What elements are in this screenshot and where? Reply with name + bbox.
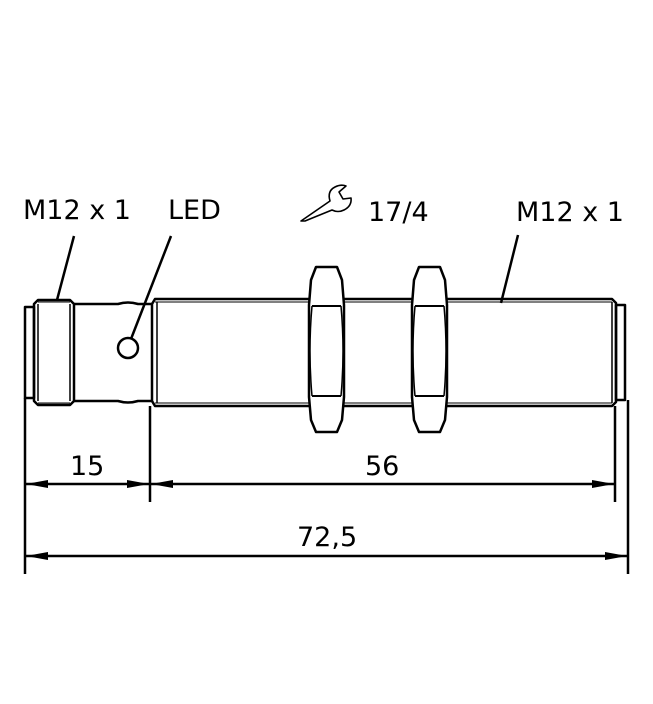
connector-thread-label: M12 x 1: [23, 195, 131, 226]
connector-end-cap: [23, 305, 36, 400]
dimension-label-72-5: 72,5: [297, 522, 358, 553]
lock-nut-1: [307, 265, 346, 434]
led-indicator: [116, 336, 140, 360]
dimension-label-56: 56: [365, 451, 400, 482]
leader-led: [129, 235, 173, 340]
connector-thread: [32, 298, 76, 407]
led-housing: [74, 301, 152, 404]
led-label: LED: [168, 195, 221, 226]
sensing-face: [614, 303, 627, 402]
lock-nut-2: [410, 265, 449, 434]
threaded-body: [150, 297, 618, 408]
wrench-icon: [300, 184, 352, 222]
wrench-size-label: 17/4: [368, 197, 429, 228]
leader-connector-thread: [55, 235, 76, 301]
dimension-label-15: 15: [70, 451, 105, 482]
body-thread-label: M12 x 1: [516, 197, 624, 228]
leader-body-thread: [499, 234, 520, 304]
